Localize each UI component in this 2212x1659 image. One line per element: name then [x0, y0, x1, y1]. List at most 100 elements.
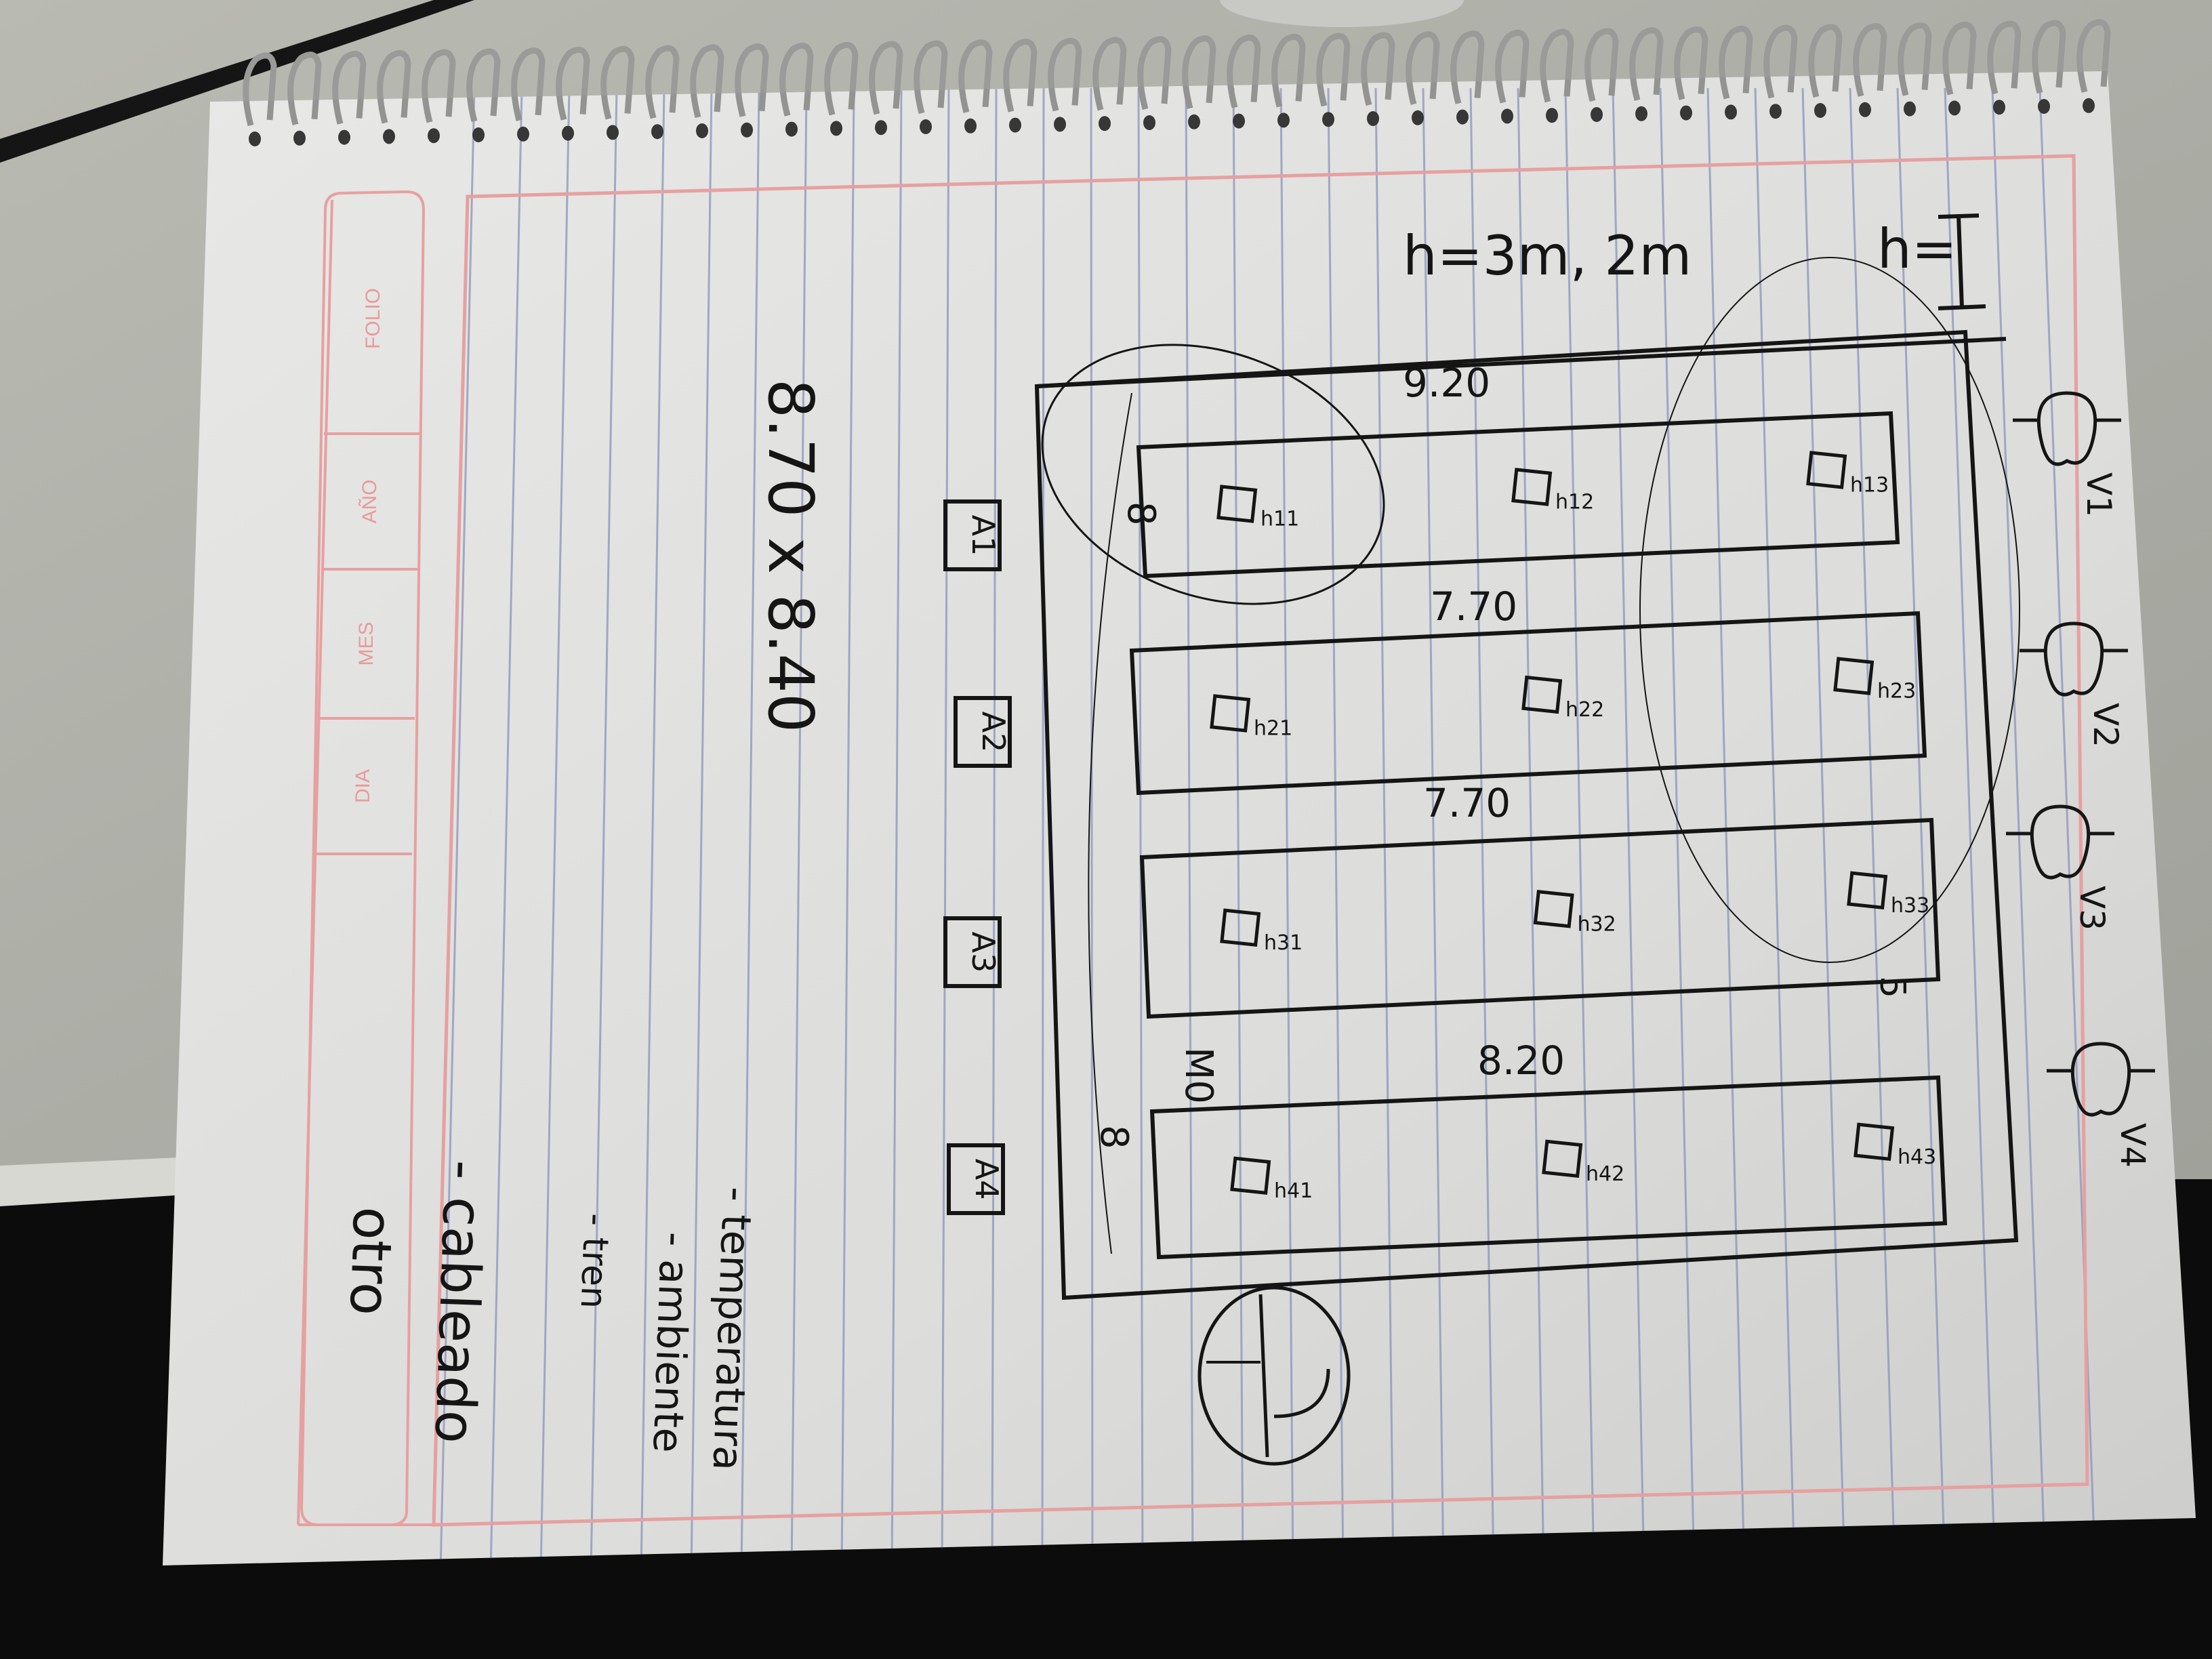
- rule-line: [1041, 87, 1045, 1565]
- spiral-ring: [1271, 33, 1306, 108]
- sensor-square: [1230, 1156, 1271, 1195]
- spiral-ring: [1629, 27, 1664, 101]
- sketch-curve: [1088, 392, 1132, 1254]
- spiral-hole: [562, 125, 574, 141]
- note-cableado: - cableado: [423, 1159, 496, 1444]
- spiral-ring: [1048, 37, 1082, 112]
- spiral-ring: [1584, 28, 1619, 102]
- spiral-ring: [1182, 35, 1216, 109]
- a-box: [943, 499, 1002, 571]
- spiral-ring: [1674, 26, 1708, 100]
- note-list-3: - tren: [573, 1212, 617, 1309]
- spiral-ring: [2032, 20, 2066, 94]
- row-dimension: 8.20: [1477, 1038, 1565, 1084]
- a-box: [954, 696, 1012, 768]
- spiral-ring: [511, 47, 546, 121]
- v-label: V4: [2113, 1123, 2152, 1168]
- spiral-ring: [556, 46, 590, 121]
- outer-top-dimension: 9.20: [1403, 360, 1490, 406]
- rule-line: [1991, 87, 2047, 1565]
- sketch-oval-left: [1041, 344, 1385, 605]
- note-otro: otro: [337, 1206, 405, 1317]
- unit-label: h43: [1898, 1145, 1936, 1169]
- spiral-hole: [383, 129, 395, 144]
- note-dimensions: 8.70 x 8.40: [754, 379, 827, 733]
- spiral-hole: [1591, 107, 1603, 122]
- pen: [0, 0, 474, 163]
- note-heights: h=3m, 2m: [1403, 224, 1692, 287]
- rule-line: [840, 87, 855, 1565]
- v-label: V1: [2079, 472, 2118, 517]
- spiral-hole: [1412, 110, 1424, 125]
- spiral-hole: [1501, 108, 1513, 124]
- spiral-hole: [1904, 101, 1916, 117]
- spiral-hole: [607, 125, 619, 140]
- spiral-hole: [1725, 104, 1737, 120]
- rule-line: [1137, 87, 1144, 1565]
- rule-line: [790, 87, 808, 1565]
- spiral-ring: [914, 40, 948, 115]
- rule-line: [1185, 87, 1194, 1565]
- unit-label: h11: [1261, 508, 1299, 531]
- a-box: [947, 1143, 1005, 1215]
- sensor-square: [1216, 485, 1258, 523]
- row-rectangle: [1139, 817, 1941, 1019]
- spiral-ring: [1495, 29, 1530, 104]
- sensor-square: [1220, 908, 1261, 947]
- header-folio: FOLIO: [362, 288, 384, 349]
- note-list-2: - ambiente: [643, 1231, 698, 1454]
- row-rectangle: [1136, 411, 1900, 579]
- spiral-hole: [1546, 108, 1558, 123]
- sensor-square: [1521, 675, 1563, 714]
- spiral-ring: [2076, 19, 2111, 93]
- spiral-ring: [1808, 24, 1843, 98]
- spiral-ring: [779, 42, 814, 117]
- sensor-square: [1833, 657, 1875, 695]
- spiral-ring: [377, 49, 411, 124]
- spiral-hole: [696, 123, 708, 138]
- sensor-square: [1533, 890, 1574, 928]
- spiral-hole: [1009, 117, 1021, 133]
- unit-label: h42: [1586, 1162, 1624, 1186]
- side-dimension-top: 8: [1119, 501, 1163, 526]
- spiral-hole: [651, 124, 663, 140]
- side-dimension-bottom: 8: [1092, 1125, 1136, 1149]
- sketch-circle-bottom: [1197, 1286, 1351, 1466]
- header-ano: AÑO: [358, 479, 381, 523]
- spiral-hole: [785, 121, 798, 137]
- rule-line: [539, 87, 571, 1565]
- rule-line: [1279, 87, 1294, 1565]
- spiral-hole: [1814, 103, 1826, 118]
- spiral-hole: [2038, 99, 2050, 114]
- spiral-hole: [964, 118, 977, 134]
- spiral-ring: [1406, 31, 1440, 105]
- spiral-hole: [1099, 116, 1111, 131]
- rule-line: [1754, 87, 1796, 1565]
- rule-line: [1517, 87, 1545, 1565]
- rule-line: [1327, 87, 1345, 1565]
- unit-label: h33: [1891, 894, 1929, 918]
- spiral-ring: [824, 41, 859, 116]
- header-mes: MES: [355, 621, 377, 665]
- rule-line: [1232, 87, 1244, 1565]
- spiral-ring: [645, 45, 680, 119]
- note-h-label: h=: [1877, 218, 1957, 281]
- unit-label: h22: [1565, 698, 1604, 722]
- rule-line: [590, 87, 618, 1565]
- spiral-hole: [1367, 111, 1379, 126]
- floor-plan: [1034, 257, 2020, 1466]
- rule-line: [1612, 87, 1645, 1565]
- spiral-hole: [249, 131, 261, 146]
- notebook-page: FOLIO AÑO MES DIA: [163, 71, 2196, 1565]
- spiral-hole: [1635, 106, 1647, 121]
- row-dimension: 7.70: [1430, 583, 1517, 630]
- spiral-ring: [1898, 22, 1932, 96]
- unit-label: h31: [1264, 931, 1303, 955]
- spiral-hole: [293, 130, 306, 146]
- a-label: A2: [975, 712, 1012, 753]
- valve-symbol: [2036, 391, 2097, 466]
- a-label: A1: [965, 515, 1002, 556]
- spiral-hole: [472, 127, 485, 142]
